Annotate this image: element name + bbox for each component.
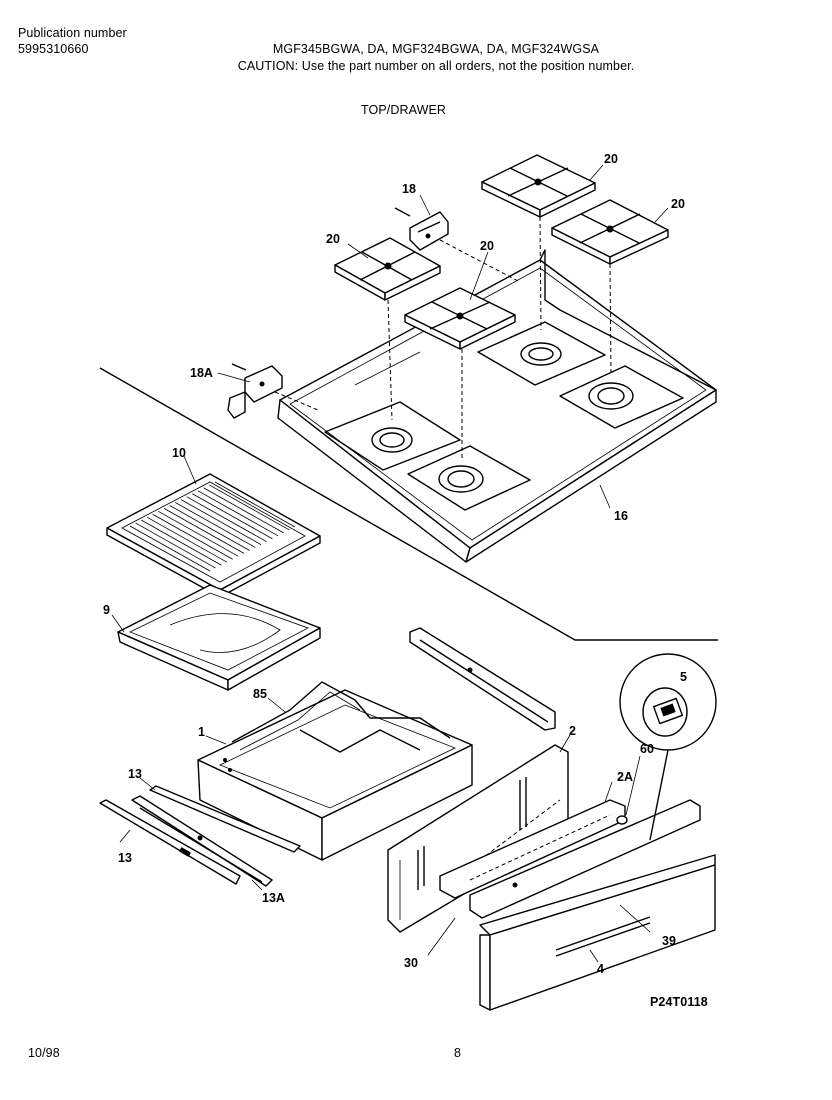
drawer-front-panel bbox=[479, 854, 716, 1011]
rack-slat bbox=[209, 484, 290, 531]
burner-grate-front-right bbox=[404, 287, 516, 350]
publication-label: Publication number bbox=[18, 26, 127, 40]
rack-slat bbox=[169, 505, 250, 551]
footer-date: 10/98 bbox=[28, 1046, 60, 1060]
figure-code: P24T0118 bbox=[650, 995, 708, 1009]
section-title: TOP/DRAWER bbox=[361, 103, 447, 117]
callout-16: 16 bbox=[614, 509, 628, 523]
callout-leader-lines bbox=[111, 164, 669, 963]
alignment-line bbox=[439, 239, 521, 283]
callout-13-upper: 13 bbox=[128, 767, 142, 781]
page-number: 8 bbox=[454, 1046, 462, 1060]
rack-slat bbox=[186, 496, 267, 543]
rack-slat bbox=[203, 487, 284, 534]
hinge-bracket-18a bbox=[227, 363, 283, 419]
drawer-rail-13-upper bbox=[149, 785, 301, 853]
rack-slat bbox=[158, 510, 239, 557]
callout-10: 10 bbox=[172, 446, 186, 460]
burner-grate-rear-right bbox=[551, 199, 669, 265]
drawer-rail-13-lower bbox=[99, 799, 241, 885]
knob-detail-bubble bbox=[619, 653, 717, 841]
burner-grate-front-left bbox=[334, 237, 441, 301]
section-divider-line bbox=[99, 367, 718, 641]
rack-slat bbox=[197, 490, 279, 537]
rack-slat bbox=[214, 481, 296, 528]
model-numbers: MGF345BGWA, DA, MGF324BGWA, DA, MGF324WG… bbox=[272, 42, 600, 56]
drawer-side-panel bbox=[387, 744, 569, 933]
broiler-rack bbox=[106, 473, 321, 598]
publication-number: 5995310660 bbox=[18, 42, 89, 56]
hinge-bracket-18 bbox=[394, 207, 449, 251]
callout-2: 2 bbox=[569, 724, 576, 738]
cooktop-main-top bbox=[277, 249, 717, 563]
rack-slat bbox=[192, 493, 273, 540]
callout-20-front-left: 20 bbox=[326, 232, 340, 246]
callout-20-rear-right: 20 bbox=[671, 197, 685, 211]
callout-30: 30 bbox=[404, 956, 418, 970]
callout-60: 60 bbox=[640, 742, 654, 756]
rack-slat bbox=[163, 508, 245, 554]
rack-slat bbox=[135, 522, 216, 569]
broiler-pan bbox=[117, 584, 321, 691]
callout-13-lower: 13 bbox=[118, 851, 132, 865]
callout-2a: 2A bbox=[617, 770, 633, 784]
rack-slat bbox=[180, 499, 262, 545]
burner-grate-rear-left bbox=[481, 154, 596, 218]
callout-1: 1 bbox=[198, 725, 205, 739]
rack-slat bbox=[141, 519, 222, 566]
callout-85: 85 bbox=[253, 687, 267, 701]
rack-slat bbox=[146, 516, 228, 563]
callout-13a: 13A bbox=[262, 891, 285, 905]
rack-slat bbox=[129, 525, 211, 572]
callout-18a: 18A bbox=[190, 366, 213, 380]
drawer-rail-13a bbox=[131, 795, 273, 887]
callout-18: 18 bbox=[402, 182, 416, 196]
drawer-body bbox=[197, 689, 473, 861]
rack-slat bbox=[152, 513, 233, 560]
callout-9: 9 bbox=[103, 603, 110, 617]
drawer-baffle-85 bbox=[231, 681, 451, 751]
alignment-line bbox=[609, 263, 612, 376]
drawer-slide-rail-right bbox=[409, 627, 556, 731]
drawer-handle-trim-60 bbox=[469, 799, 701, 919]
caution-note: CAUTION: Use the part number on all orde… bbox=[237, 59, 635, 73]
rack-slat bbox=[175, 502, 256, 548]
alignment-line bbox=[387, 299, 393, 421]
callout-20-front-right: 20 bbox=[480, 239, 494, 253]
callout-39: 39 bbox=[662, 934, 676, 948]
callout-4: 4 bbox=[597, 962, 604, 976]
alignment-line bbox=[274, 391, 319, 411]
callout-20-rear-left: 20 bbox=[604, 152, 618, 166]
alignment-line bbox=[539, 216, 542, 331]
callout-5: 5 bbox=[680, 670, 687, 684]
